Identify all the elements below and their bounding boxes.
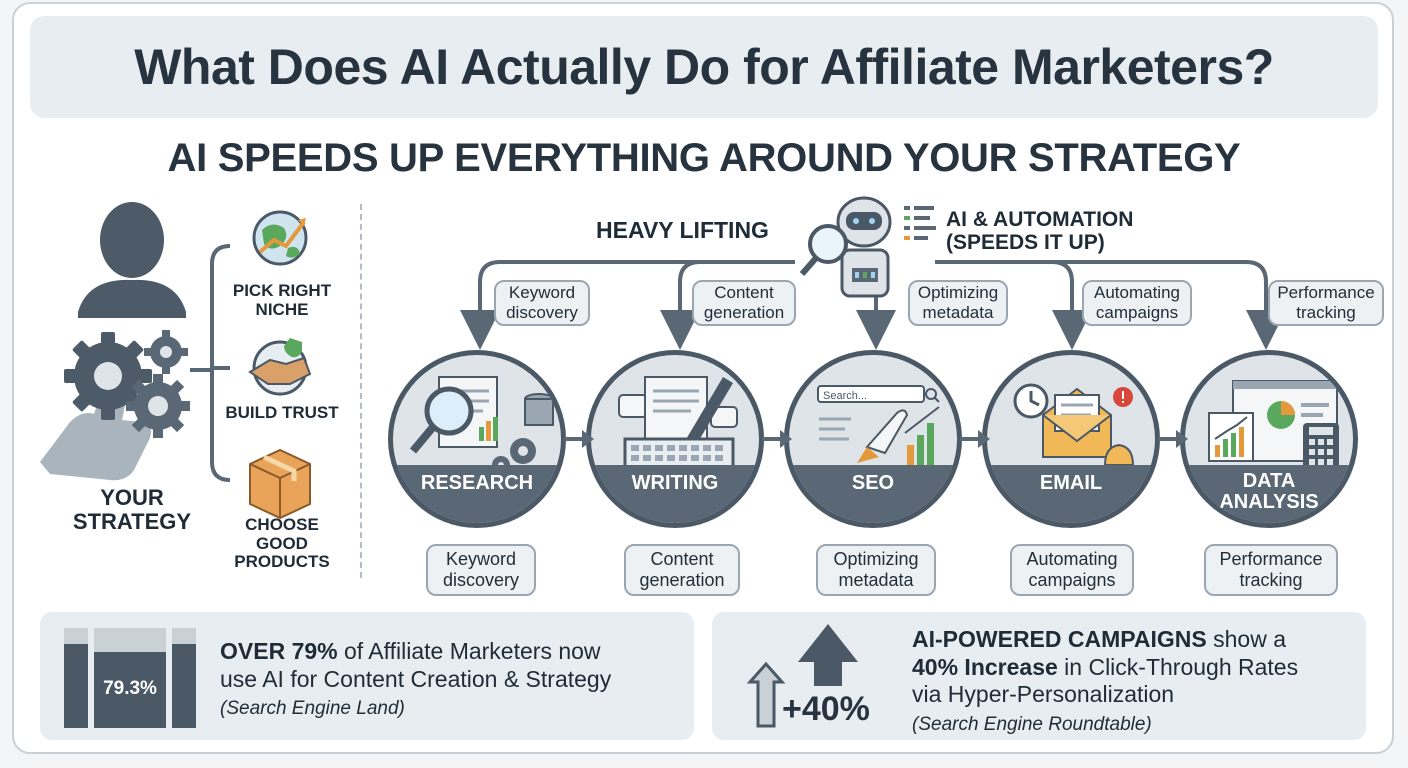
gear-icon xyxy=(144,330,188,374)
arrow-right-icon xyxy=(1158,430,1188,448)
data-analysis-icon xyxy=(1208,380,1339,469)
strategy-item-niche: PICK RIGHT NICHE xyxy=(232,281,332,319)
ctr-stat-text: AI-POWERED CAMPAIGNS show a 40% Increase… xyxy=(912,626,1299,735)
strategy-illustration xyxy=(40,202,312,520)
writing-icon xyxy=(618,376,738,471)
bar-chart-icon xyxy=(64,628,196,728)
ctr-badge: +40% xyxy=(782,690,870,728)
magnifier-icon xyxy=(808,224,848,264)
automation-connectors xyxy=(460,260,1286,350)
email-icon xyxy=(1013,383,1135,466)
arrow-right-icon xyxy=(564,430,594,448)
stage-label: EMAIL xyxy=(1039,472,1103,494)
gear-icon xyxy=(126,374,190,438)
stage-seo: Search... SEO xyxy=(784,350,962,528)
adoption-badge: 79.3% xyxy=(103,678,157,699)
growth-arrows-icon xyxy=(746,624,858,728)
page-title: What Does AI Actually Do for Affiliate M… xyxy=(134,39,1274,95)
stage-email: EMAIL xyxy=(982,350,1160,528)
your-strategy-label: YOUR STRATEGY xyxy=(72,485,192,535)
search-input: Search... xyxy=(817,385,925,403)
title-banner: What Does AI Actually Do for Affiliate M… xyxy=(30,16,1378,118)
section-divider xyxy=(360,204,362,578)
stage-writing: WRITING xyxy=(586,350,764,528)
strategy-item-trust: BUILD TRUST xyxy=(225,403,339,422)
stage-label: WRITING xyxy=(631,472,719,494)
strategy-item-products: CHOOSE GOOD PRODUCTS xyxy=(234,515,330,572)
research-icon xyxy=(409,376,554,474)
page-subtitle: AI SPEEDS UP EVERYTHING AROUND YOUR STRA… xyxy=(167,136,1241,180)
stage-label: SEO xyxy=(851,472,895,494)
adoption-stat-text: OVER 79% of Affiliate Marketers now use … xyxy=(220,638,612,720)
handshake-icon xyxy=(248,338,312,396)
robot-icon xyxy=(800,196,936,298)
heavy-lifting-label: HEAVY LIFTING xyxy=(596,217,769,243)
bell-icon xyxy=(1103,443,1135,466)
ai-automation-label: AI & AUTOMATION (SPEEDS IT UP) xyxy=(946,208,1134,255)
seo-icon xyxy=(819,388,940,473)
stage-research: RESEARCH xyxy=(388,350,566,528)
stage-label: RESEARCH xyxy=(420,472,534,494)
package-icon xyxy=(249,448,311,520)
arrow-right-icon xyxy=(960,430,990,448)
person-icon xyxy=(78,202,186,318)
arrow-right-icon xyxy=(762,430,792,448)
gear-icon xyxy=(64,332,152,420)
globe-icon xyxy=(252,210,308,266)
